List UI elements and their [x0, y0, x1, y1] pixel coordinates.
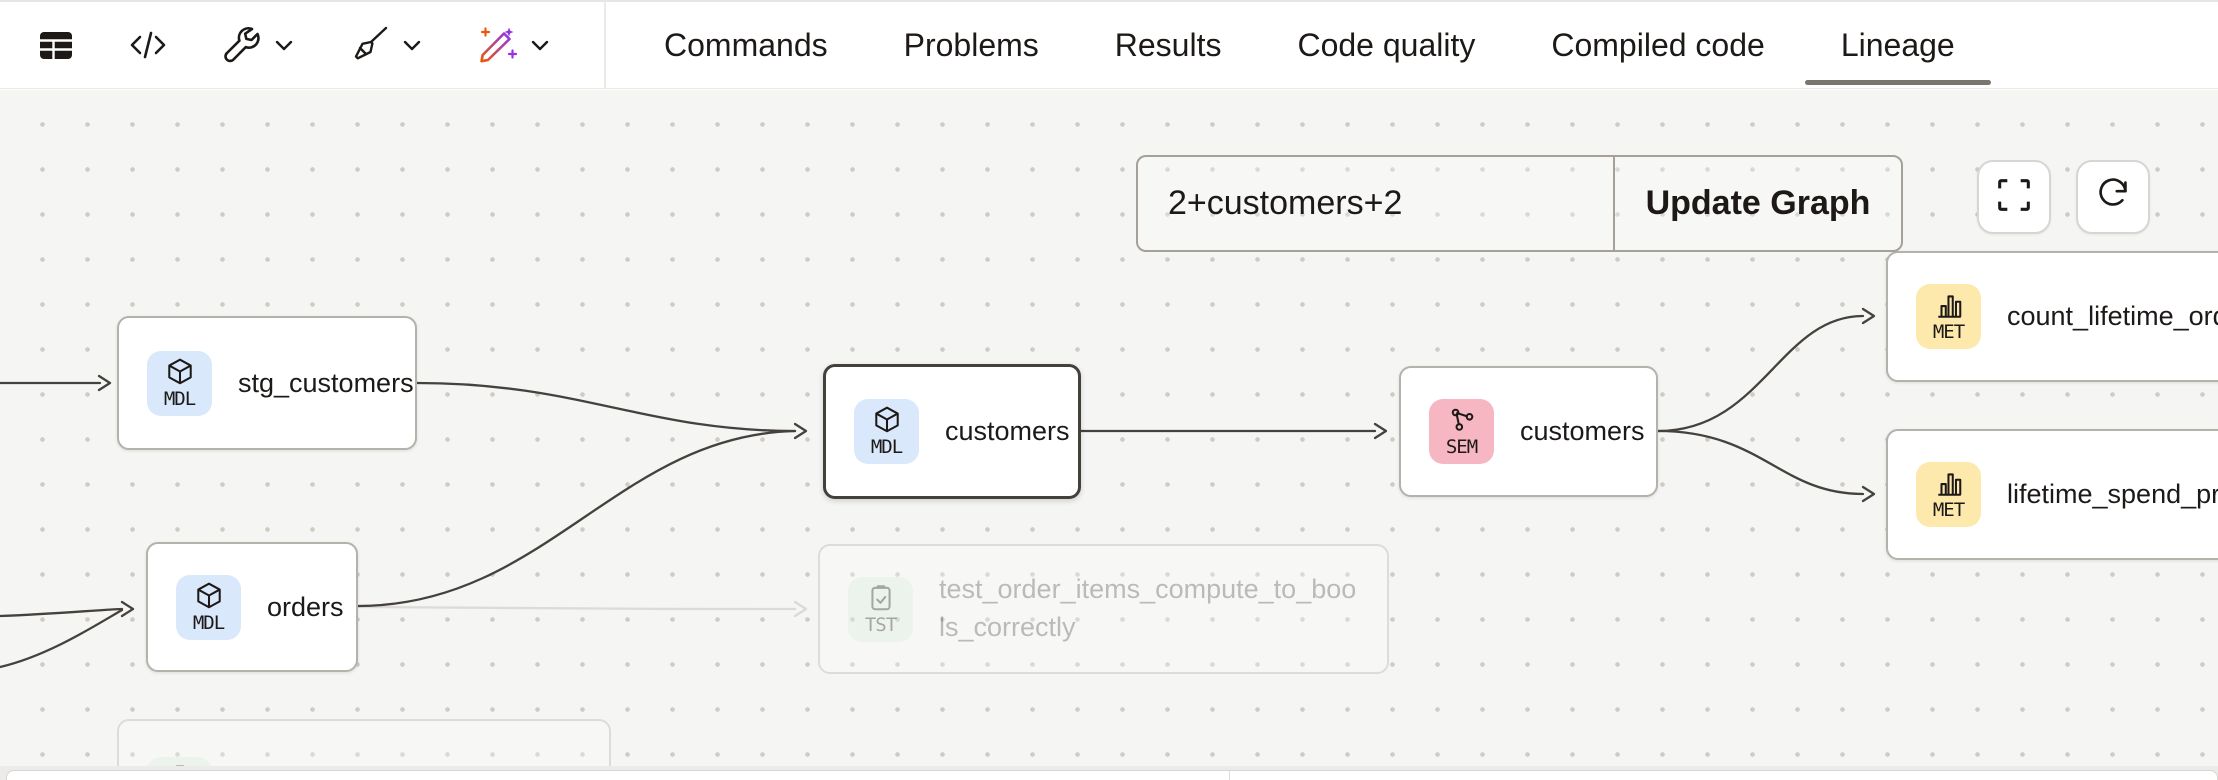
broom-icon	[348, 24, 390, 66]
node-label: orders	[267, 591, 344, 622]
refresh-button[interactable]	[2076, 160, 2150, 234]
badge-type: MET	[1932, 499, 1965, 521]
edge-into-orders-a	[0, 607, 124, 618]
node-partial-test[interactable]: TST	[117, 719, 611, 766]
update-graph-button[interactable]: Update Graph	[1645, 184, 1871, 222]
panel-tabs: Commands Problems Results Code quality C…	[626, 2, 1993, 88]
toolbar-divider	[604, 1, 606, 89]
build-tools-button[interactable]	[220, 24, 296, 66]
arrowhead	[793, 600, 808, 618]
node-lifetime-spend-pretax[interactable]: MET lifetime_spend_preta	[1886, 429, 2218, 560]
tab-problems[interactable]: Problems	[903, 26, 1039, 63]
model-badge: MDL	[854, 399, 919, 464]
table-icon	[36, 25, 76, 65]
refresh-icon	[2092, 174, 2134, 221]
edge-stg-customers-to-customers	[415, 381, 797, 433]
node-orders[interactable]: MDL orders	[146, 542, 358, 672]
fullscreen-icon	[1993, 174, 2035, 221]
test-badge: TST	[848, 576, 913, 642]
chevron-down-icon	[528, 33, 552, 57]
edge-orders-to-customers	[356, 429, 797, 608]
code-button[interactable]	[128, 25, 168, 65]
ai-assist-button[interactable]	[476, 24, 552, 66]
node-label: customers	[1520, 416, 1645, 446]
top-toolbar: Commands Problems Results Code quality C…	[0, 0, 2218, 89]
semantic-badge: SEM	[1429, 399, 1494, 464]
edge-into-orders-b	[0, 608, 124, 669]
fullscreen-button[interactable]	[1977, 160, 2051, 234]
lineage-edges	[0, 307, 1876, 669]
node-test-order-items[interactable]: TST test_order_items_compute_to_bools_co…	[818, 544, 1389, 674]
chevron-down-icon	[400, 33, 424, 57]
tab-lineage[interactable]: Lineage	[1803, 2, 1993, 88]
node-count-lifetime-order[interactable]: MET count_lifetime_order	[1886, 251, 2218, 382]
clipboard-check-icon	[870, 584, 891, 610]
badge-type: MDL	[163, 387, 196, 410]
edge-orders-to-test	[356, 605, 797, 611]
tab-compiled-code[interactable]: Compiled code	[1551, 26, 1765, 63]
badge-type: MDL	[192, 611, 225, 634]
node-customers-model[interactable]: MDL customers	[823, 364, 1081, 499]
graph-selector-bar: 2+customers+2 Update Graph	[1136, 155, 1903, 252]
tab-commands[interactable]: Commands	[664, 26, 828, 63]
chevron-down-icon	[272, 33, 296, 57]
arrowhead	[1861, 307, 1876, 325]
selector-input[interactable]: 2+customers+2	[1138, 157, 1615, 250]
code-icon	[128, 25, 168, 65]
test-badge: TST	[147, 756, 212, 766]
edge-semantic-to-count-lifetime	[1656, 314, 1865, 433]
edge-semantic-to-lifetime-spend	[1656, 429, 1865, 496]
badge-type: MDL	[870, 436, 903, 458]
model-badge: MDL	[147, 350, 212, 416]
node-label: stg_customers	[238, 367, 414, 398]
tab-results[interactable]: Results	[1114, 26, 1222, 63]
tab-code-quality[interactable]: Code quality	[1297, 26, 1476, 63]
node-stg-customers[interactable]: MDL stg_customers	[117, 316, 417, 450]
toolbar-icon-group	[0, 24, 604, 66]
model-badge: MDL	[176, 574, 241, 640]
node-customers-semantic[interactable]: SEM customers	[1399, 366, 1658, 497]
arrowhead	[97, 374, 112, 392]
bottom-panel-edge	[6, 770, 2218, 780]
node-label: customers	[945, 416, 1070, 446]
clean-button[interactable]	[348, 24, 424, 66]
bar-chart-icon	[1937, 473, 1961, 496]
badge-type: MET	[1932, 321, 1965, 343]
node-label: count_lifetime_order	[2007, 301, 2218, 331]
arrowhead	[793, 422, 808, 440]
node-label: lifetime_spend_preta	[2007, 479, 2218, 509]
bottom-panel-divider	[1229, 771, 1230, 780]
arrowhead	[1861, 485, 1876, 503]
graph-network-icon	[1451, 408, 1473, 431]
metric-badge: MET	[1916, 284, 1981, 349]
magic-pencil-icon	[476, 24, 518, 66]
metric-badge: MET	[1916, 462, 1981, 527]
bar-chart-icon	[1937, 295, 1961, 318]
wrench-icon	[220, 24, 262, 66]
lineage-canvas[interactable]: MDL stg_customers MDL orders MDL custome…	[0, 90, 2218, 766]
arrowhead	[1373, 422, 1388, 440]
badge-type: TST	[864, 613, 897, 636]
node-label: test_order_items_compute_to_bools_correc…	[939, 574, 1357, 642]
badge-type: SEM	[1445, 436, 1478, 458]
table-button[interactable]	[36, 25, 76, 65]
arrowhead	[120, 600, 135, 618]
